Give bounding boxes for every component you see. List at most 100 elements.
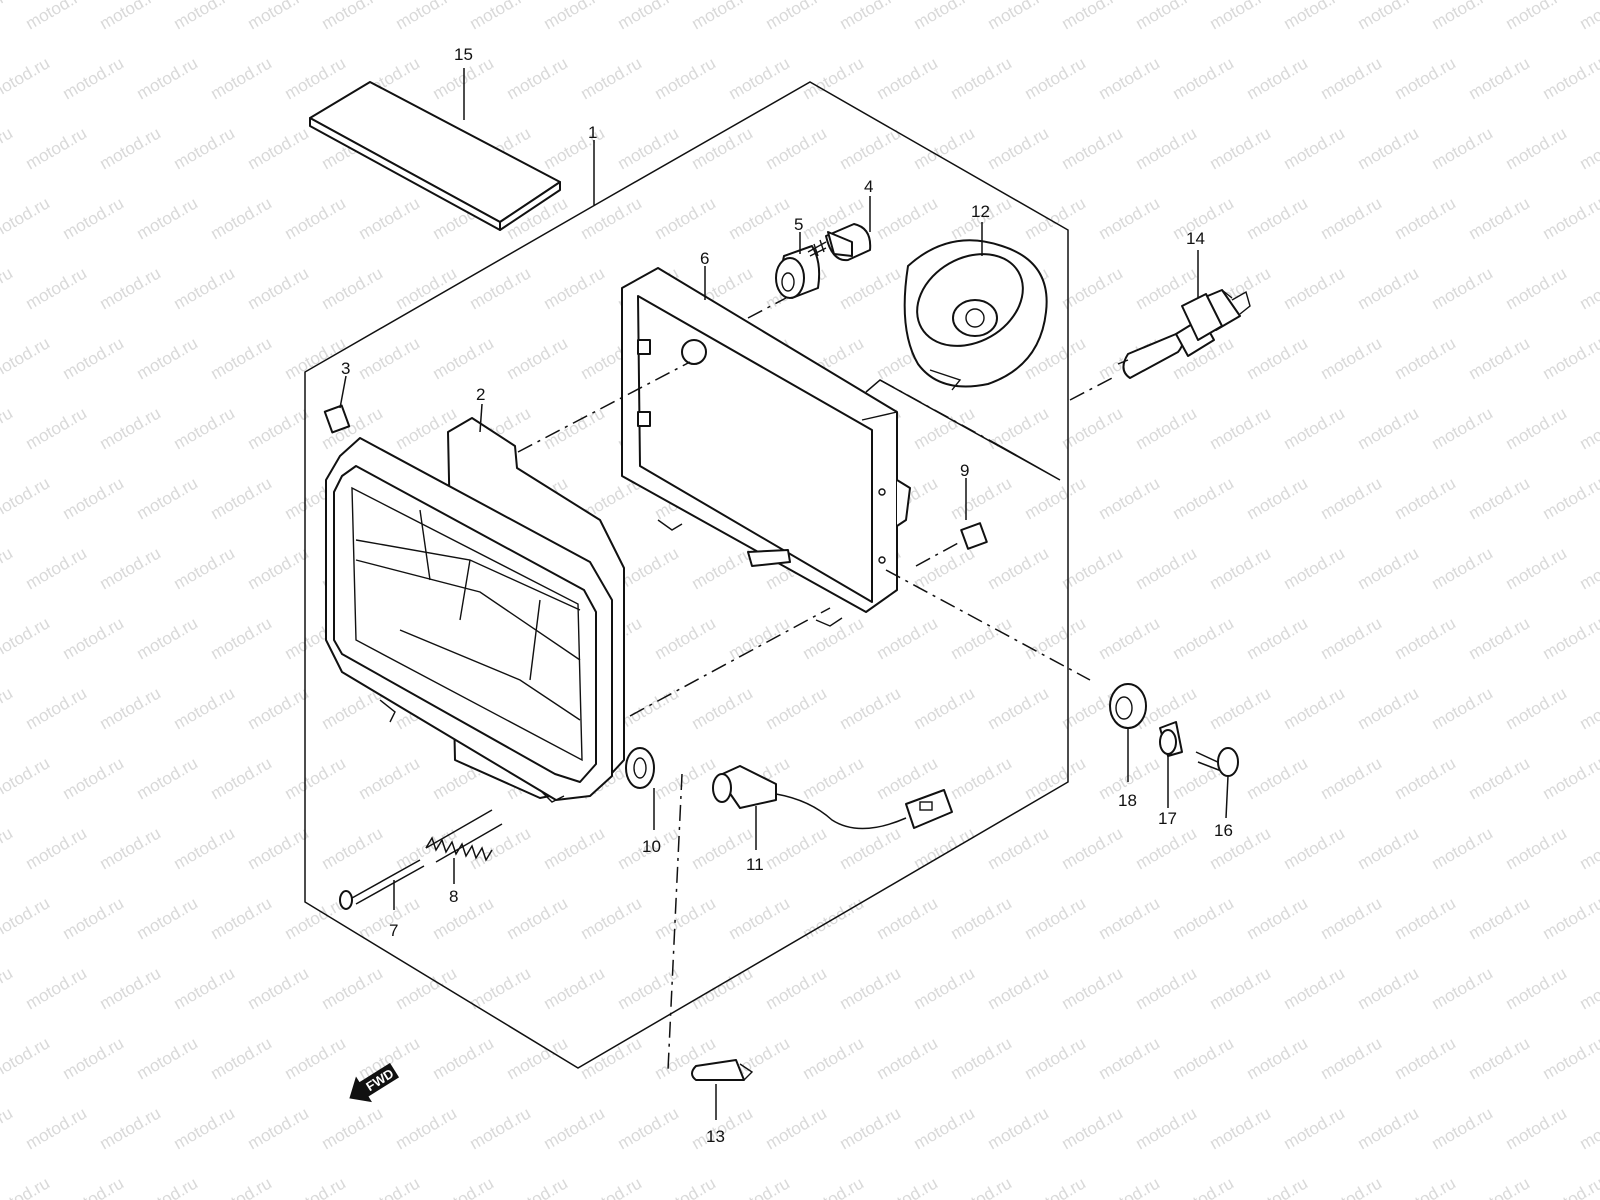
watermark-text: motod.ru — [59, 333, 127, 383]
watermark-text: motod.ru — [133, 1173, 201, 1200]
watermark-text: motod.ru — [1095, 193, 1163, 243]
watermark-text: motod.ru — [1206, 1103, 1274, 1153]
watermark-text: motod.ru — [1058, 1103, 1126, 1153]
watermark-text: motod.ru — [1317, 1033, 1385, 1083]
watermark-text: motod.ru — [1576, 543, 1600, 593]
watermark-text: motod.ru — [1317, 333, 1385, 383]
watermark-text: motod.ru — [429, 333, 497, 383]
watermark-text: motod.ru — [0, 753, 53, 803]
callout-12: 12 — [971, 202, 990, 221]
watermark-text: motod.ru — [1243, 53, 1311, 103]
watermark-text: motod.ru — [1206, 403, 1274, 453]
watermark-text: motod.ru — [1502, 403, 1570, 453]
watermark-text: motod.ru — [503, 1173, 571, 1200]
watermark-text: motod.ru — [244, 1103, 312, 1153]
watermark-text: motod.ru — [355, 1173, 423, 1200]
watermark-text: motod.ru — [1058, 123, 1126, 173]
watermark-text: motod.ru — [1465, 333, 1533, 383]
watermark-text: motod.ru — [1539, 753, 1600, 803]
part-5-grommet — [775, 245, 821, 299]
watermark-text: motod.ru — [0, 543, 16, 593]
watermark-text: motod.ru — [1169, 893, 1237, 943]
watermark-text: motod.ru — [1206, 0, 1274, 33]
watermark-text: motod.ru — [1391, 333, 1459, 383]
watermark-text: motod.ru — [1354, 683, 1422, 733]
watermark-text: motod.ru — [170, 403, 238, 453]
watermark-text: motod.ru — [170, 123, 238, 173]
watermark-text: motod.ru — [836, 0, 904, 33]
part-13-bulb — [691, 1059, 754, 1081]
watermark-text: motod.ru — [651, 193, 719, 243]
watermark-text: motod.ru — [0, 333, 53, 383]
watermark-text: motod.ru — [577, 1173, 645, 1200]
watermark-text: motod.ru — [466, 823, 534, 873]
watermark-text: motod.ru — [429, 893, 497, 943]
watermark-text: motod.ru — [59, 193, 127, 243]
watermark-text: motod.ru — [836, 123, 904, 173]
watermark-text: motod.ru — [244, 823, 312, 873]
watermark-text: motod.ru — [1576, 963, 1600, 1013]
watermark-text: motod.ru — [244, 963, 312, 1013]
watermark-text: motod.ru — [170, 0, 238, 33]
watermark-text: motod.ru — [762, 0, 830, 33]
watermark-text: motod.ru — [947, 1033, 1015, 1083]
watermark-text: motod.ru — [1354, 823, 1422, 873]
watermark-text: motod.ru — [1280, 683, 1348, 733]
watermark-text: motod.ru — [1502, 123, 1570, 173]
watermark-text: motod.ru — [22, 1103, 90, 1153]
callout-11: 11 — [746, 855, 764, 874]
callout-9: 9 — [960, 461, 969, 480]
watermark-text: motod.ru — [392, 963, 460, 1013]
watermark-text: motod.ru — [873, 893, 941, 943]
watermark-text: motod.ru — [1465, 473, 1533, 523]
watermark-text: motod.ru — [1576, 263, 1600, 313]
watermark-text: motod.ru — [0, 683, 16, 733]
watermark-text: motod.ru — [0, 473, 53, 523]
watermark-text: motod.ru — [170, 543, 238, 593]
watermark-text: motod.ru — [1428, 263, 1496, 313]
watermark-text: motod.ru — [1243, 893, 1311, 943]
watermark-text: motod.ru — [540, 963, 608, 1013]
watermark-text: motod.ru — [1095, 893, 1163, 943]
watermark-text: motod.ru — [96, 0, 164, 33]
watermark-text: motod.ru — [1132, 0, 1200, 33]
callout-17: 17 — [1158, 809, 1177, 828]
watermark-text: motod.ru — [1576, 0, 1600, 33]
watermark-text: motod.ru — [1317, 473, 1385, 523]
watermark-text: motod.ru — [207, 473, 275, 523]
watermark-text: motod.ru — [22, 683, 90, 733]
watermark-text: motod.ru — [244, 403, 312, 453]
leader-lines — [339, 68, 1229, 1120]
watermark-text: motod.ru — [1539, 333, 1600, 383]
watermark-text: motod.ru — [910, 683, 978, 733]
watermark-text: motod.ru — [0, 0, 16, 33]
watermark-text: motod.ru — [762, 123, 830, 173]
watermark-text: motod.ru — [355, 753, 423, 803]
watermark-text: motod.ru — [1428, 823, 1496, 873]
watermark-text: motod.ru — [244, 0, 312, 33]
watermark-text: motod.ru — [873, 613, 941, 663]
watermark-text: motod.ru — [1132, 963, 1200, 1013]
watermark-text: motod.ru — [725, 1173, 793, 1200]
watermark-text: motod.ru — [1317, 893, 1385, 943]
watermark-text: motod.ru — [207, 333, 275, 383]
watermark-text: motod.ru — [651, 53, 719, 103]
watermark-text: motod.ru — [318, 963, 386, 1013]
watermark-text: motod.ru — [133, 473, 201, 523]
watermark-text: motod.ru — [0, 1103, 16, 1153]
watermark-text: motod.ru — [1317, 613, 1385, 663]
callout-6: 6 — [700, 249, 709, 268]
watermark-text: motod.ru — [1280, 543, 1348, 593]
watermark-text: motod.ru — [910, 1103, 978, 1153]
watermark-text: motod.ru — [429, 1173, 497, 1200]
watermark-text: motod.ru — [1539, 893, 1600, 943]
callout-18: 18 — [1118, 791, 1137, 810]
watermark-text: motod.ru — [281, 893, 349, 943]
watermark-text: motod.ru — [1465, 753, 1533, 803]
watermark-text: motod.ru — [1428, 683, 1496, 733]
watermark-text: motod.ru — [910, 823, 978, 873]
watermark-text: motod.ru — [725, 193, 793, 243]
watermark-text: motod.ru — [1391, 1033, 1459, 1083]
watermark-text: motod.ru — [170, 823, 238, 873]
watermark-text: motod.ru — [281, 193, 349, 243]
